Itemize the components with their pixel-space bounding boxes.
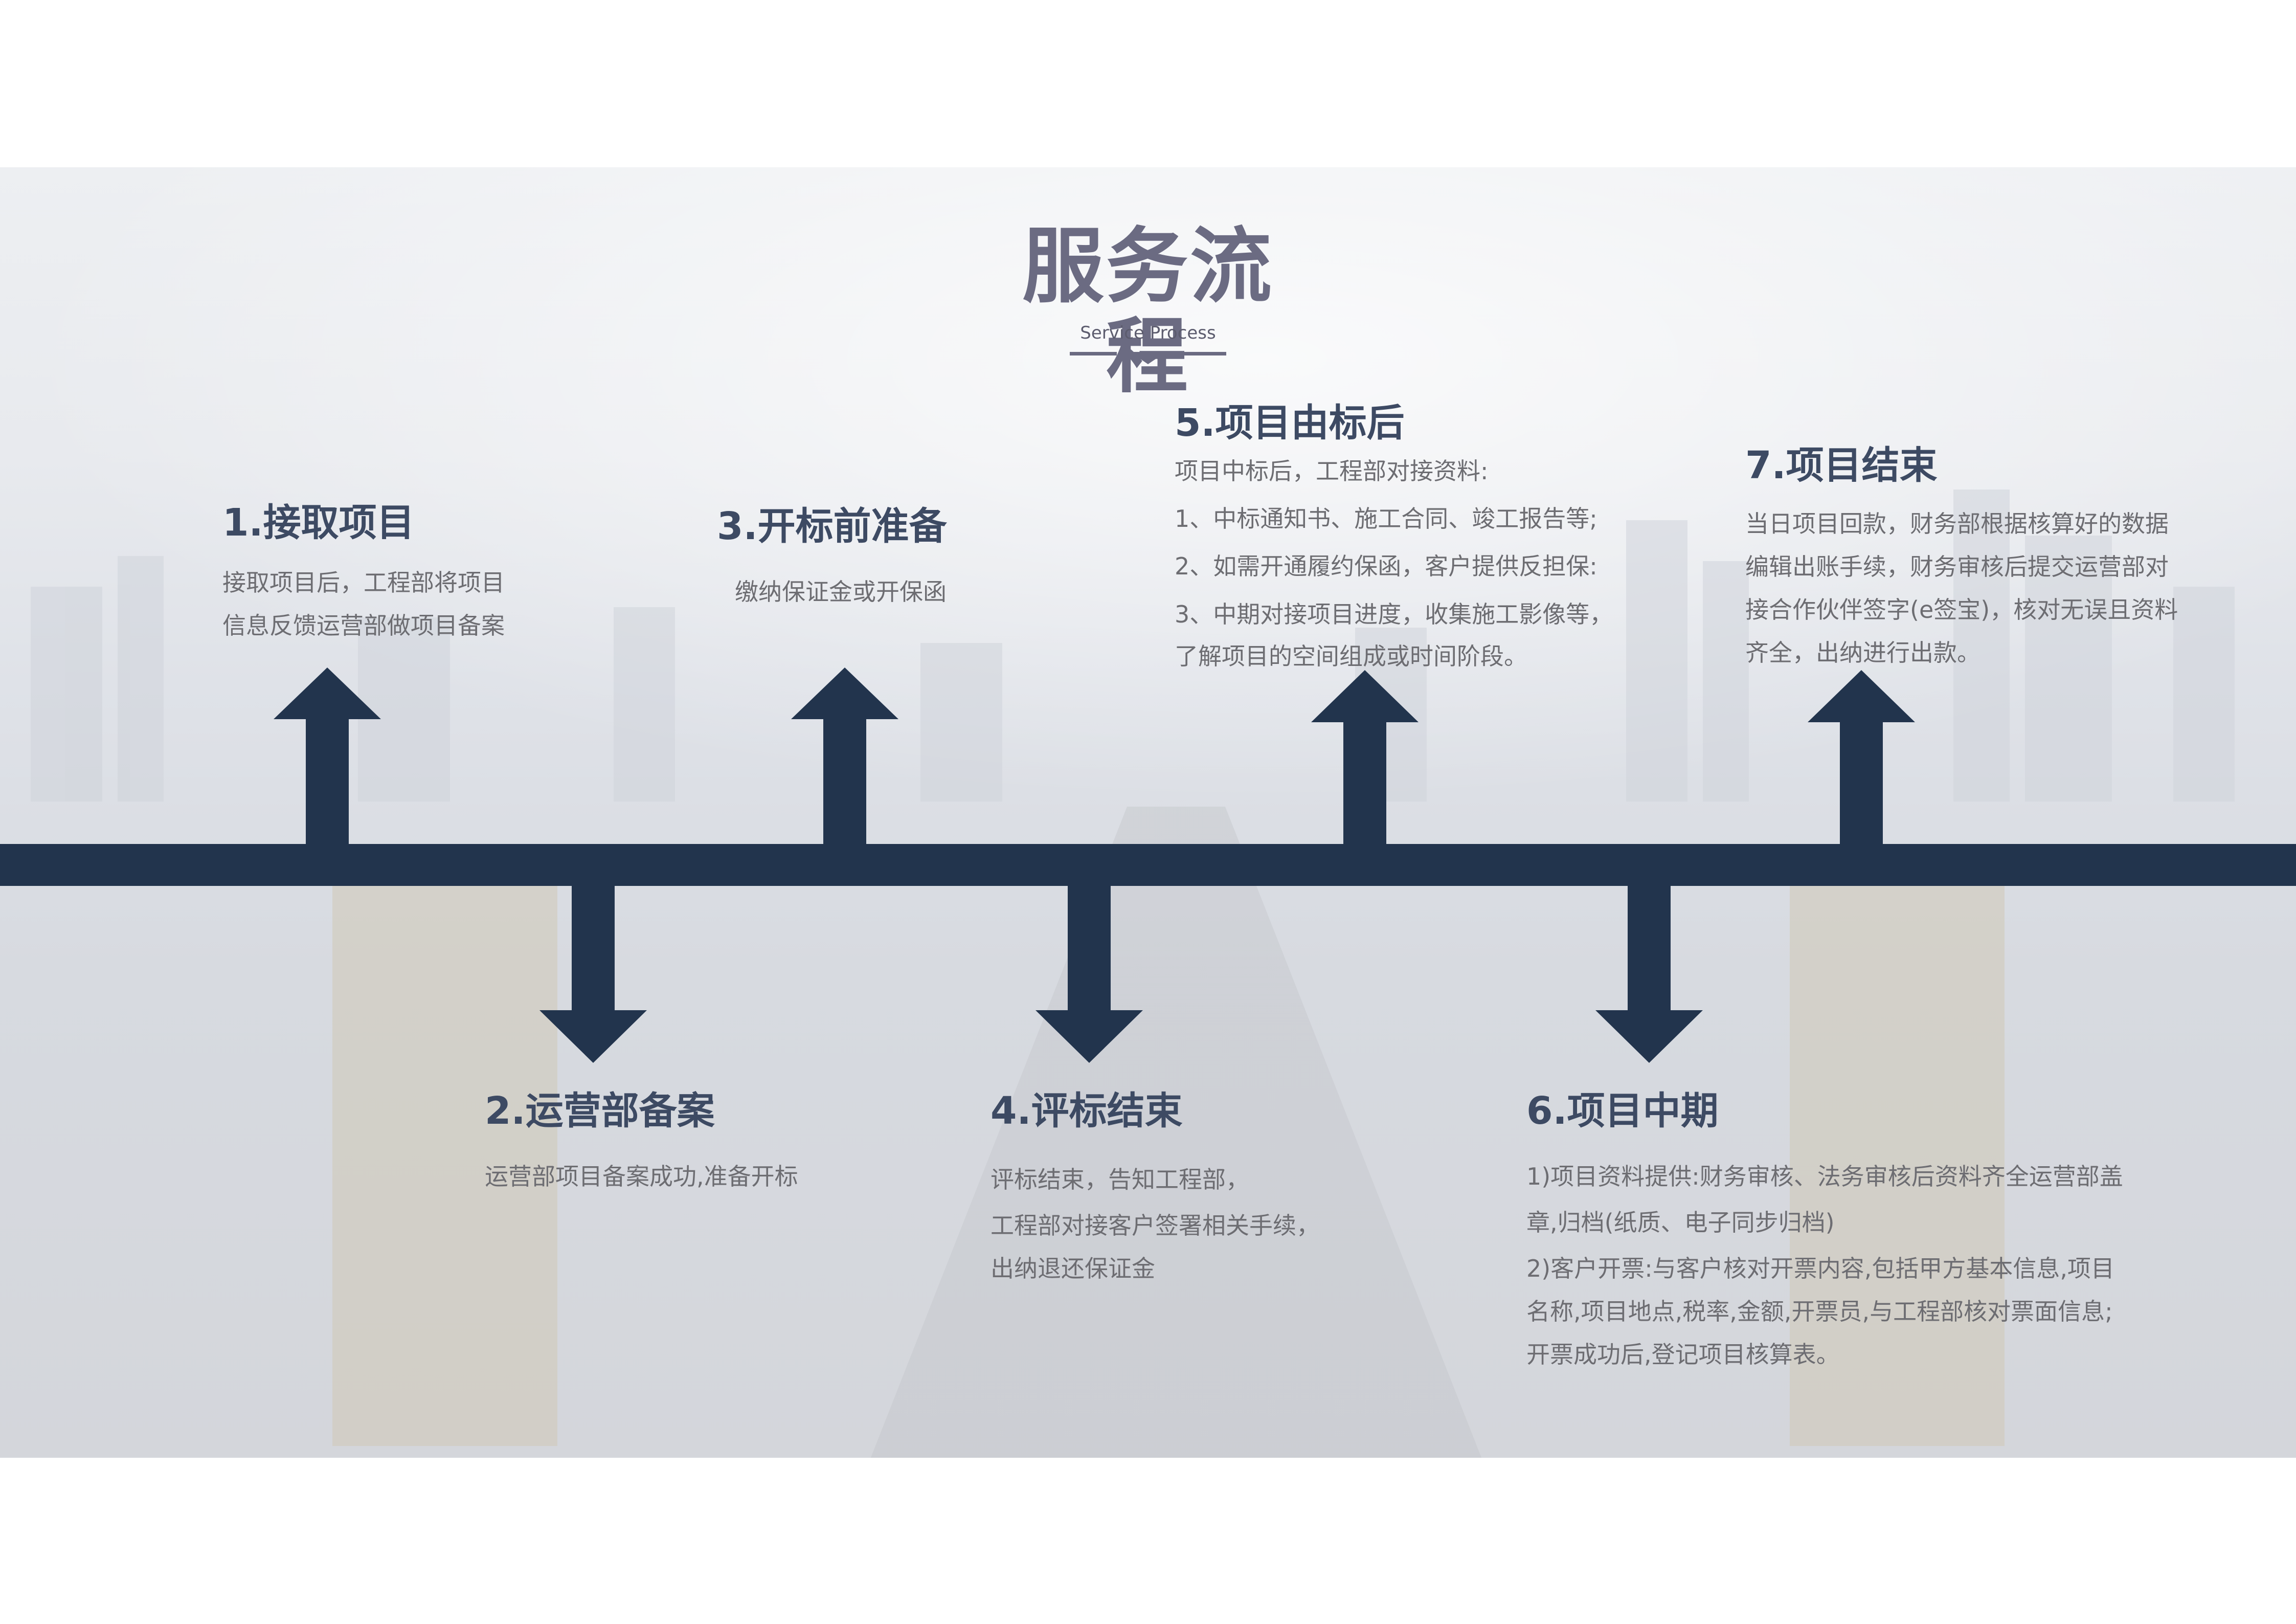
step-5-description: 项目中标后，工程部对接资料: 1、中标通知书、施工合同、竣工报告等; 2、如需开… xyxy=(1175,448,1613,674)
background-city-photo xyxy=(0,167,2296,1458)
step-6-line: 开票成功后,登记项目核算表。 xyxy=(1526,1341,1840,1368)
arrow-up-step-7 xyxy=(1808,670,1915,847)
step-4-line: 评标结束，告知工程部， xyxy=(991,1166,1249,1193)
step-4-title: 4.评标结束 xyxy=(991,1089,1183,1133)
step-6-line: 1)项目资料提供:财务审核、法务审核后资料齐全运营部盖 xyxy=(1526,1163,2123,1190)
step-1-line: 接取项目后，工程部将项目 xyxy=(222,569,505,596)
step-2-title: 2.运营部备案 xyxy=(485,1089,715,1133)
arrow-down-step-4 xyxy=(1036,884,1143,1063)
step-6-line: 名称,项目地点,税率,金额,开票员,与工程部核对票面信息; xyxy=(1526,1298,2113,1325)
step-2-line: 运营部项目备案成功,准备开标 xyxy=(485,1163,798,1190)
arrow-down-step-6 xyxy=(1595,884,1703,1063)
step-5-line: 2、如需开通履约保函，客户提供反担保: xyxy=(1175,552,1597,580)
step-7-line: 齐全，出纳进行出款。 xyxy=(1745,639,1980,666)
step-4-description: 评标结束，告知工程部， 工程部对接客户签署相关手续， 出纳退还保证金 xyxy=(991,1155,1320,1290)
step-6-title: 6.项目中期 xyxy=(1526,1089,1719,1133)
step-3-title: 3.开标前准备 xyxy=(717,504,947,548)
step-7-line: 接合作伙伴签字(e签宝)，核对无误且资料 xyxy=(1745,596,2178,624)
step-5-line: 了解项目的空间组成或时间阶段。 xyxy=(1175,642,1527,670)
step-2-description: 运营部项目备案成功,准备开标 xyxy=(485,1155,798,1198)
arrow-up-step-1 xyxy=(274,668,381,847)
step-6-line: 2)客户开票:与客户核对开票内容,包括甲方基本信息,项目 xyxy=(1526,1255,2114,1282)
arrow-up-step-5 xyxy=(1311,670,1419,847)
step-4-line: 出纳退还保证金 xyxy=(991,1255,1155,1282)
step-5-line: 3、中期对接项目进度，收集施工影像等， xyxy=(1175,600,1613,628)
step-3-line: 缴纳保证金或开保函 xyxy=(735,578,947,606)
step-7-line: 编辑出账手续，财务审核后提交运营部对 xyxy=(1745,553,2169,581)
timeline-bar xyxy=(0,844,2296,886)
step-4-line: 工程部对接客户签署相关手续， xyxy=(991,1212,1320,1239)
step-3-description: 缴纳保证金或开保函 xyxy=(735,570,947,613)
subtitle-underline-decoration xyxy=(1070,352,1226,364)
step-6-description: 1)项目资料提供:财务审核、法务审核后资料齐全运营部盖 章,归档(纸质、电子同步… xyxy=(1526,1155,2123,1376)
step-7-line: 当日项目回款，财务部根据核算好的数据 xyxy=(1745,510,2169,538)
step-1-description: 接取项目后，工程部将项目 信息反馈运营部做项目备案 xyxy=(222,561,505,647)
step-1-line: 信息反馈运营部做项目备案 xyxy=(222,612,505,639)
step-5-title: 5.项目由标后 xyxy=(1175,401,1405,445)
step-7-description: 当日项目回款，财务部根据核算好的数据 编辑出账手续，财务审核后提交运营部对 接合… xyxy=(1745,502,2178,674)
arrow-up-step-3 xyxy=(791,668,898,847)
step-5-line: 1、中标通知书、施工合同、竣工报告等; xyxy=(1175,505,1597,532)
page-title: 服务流程 xyxy=(1022,218,1274,404)
city-skyline xyxy=(31,490,2235,1446)
step-1-title: 1.接取项目 xyxy=(222,501,415,545)
step-7-title: 7.项目结束 xyxy=(1745,443,1938,487)
page-subtitle: Service Process xyxy=(1080,323,1216,343)
step-5-line: 项目中标后，工程部对接资料: xyxy=(1175,457,1489,485)
arrow-down-step-2 xyxy=(539,884,647,1063)
step-6-line: 章,归档(纸质、电子同步归档) xyxy=(1526,1209,1835,1236)
